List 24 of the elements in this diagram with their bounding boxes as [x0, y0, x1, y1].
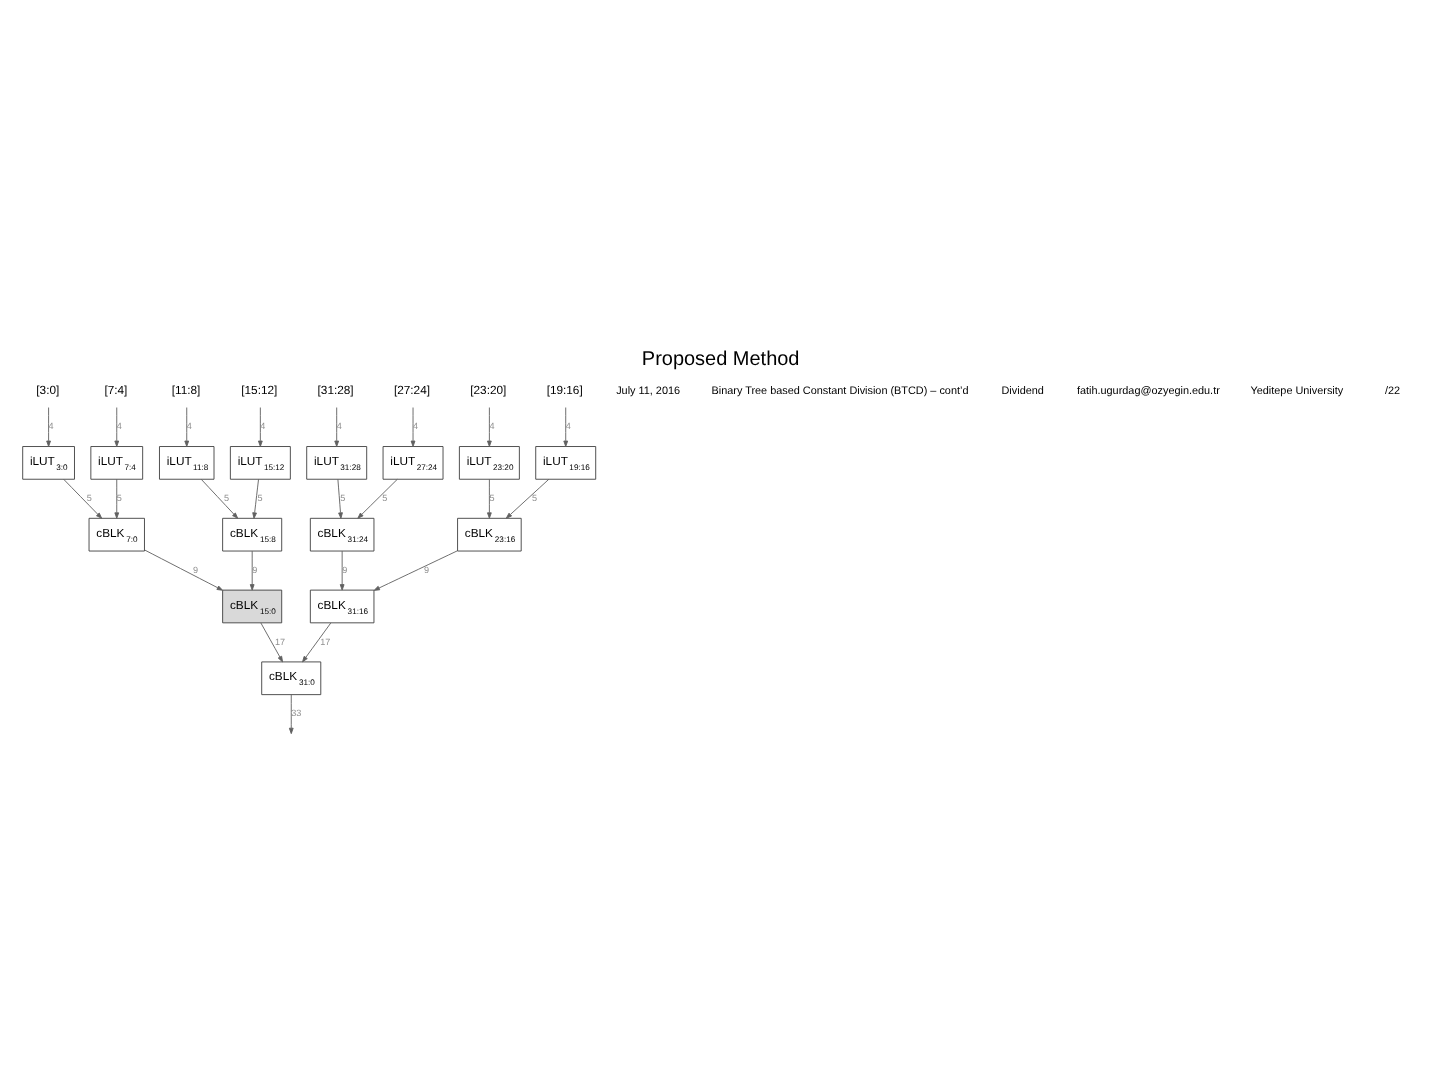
diagram-title: Proposed Method — [641, 349, 800, 372]
arrow — [200, 478, 239, 519]
arrow — [258, 407, 263, 447]
arrow — [114, 407, 120, 447]
arrow — [46, 407, 51, 447]
arrow — [184, 407, 190, 447]
arrow — [144, 549, 224, 591]
arrow — [487, 407, 492, 447]
arrow — [288, 694, 294, 735]
arrow — [563, 407, 569, 447]
arrow — [114, 478, 120, 519]
arrow — [410, 407, 416, 447]
arrow — [334, 407, 340, 447]
arrow — [63, 478, 103, 519]
arrow — [337, 478, 343, 519]
arrow — [249, 550, 255, 591]
arrow — [260, 622, 284, 663]
arrow — [302, 622, 332, 663]
arrow — [487, 478, 492, 519]
arrow — [505, 478, 550, 519]
arrow — [339, 550, 345, 591]
arrow — [252, 478, 259, 519]
arrow — [373, 550, 458, 591]
arrow — [357, 478, 398, 519]
